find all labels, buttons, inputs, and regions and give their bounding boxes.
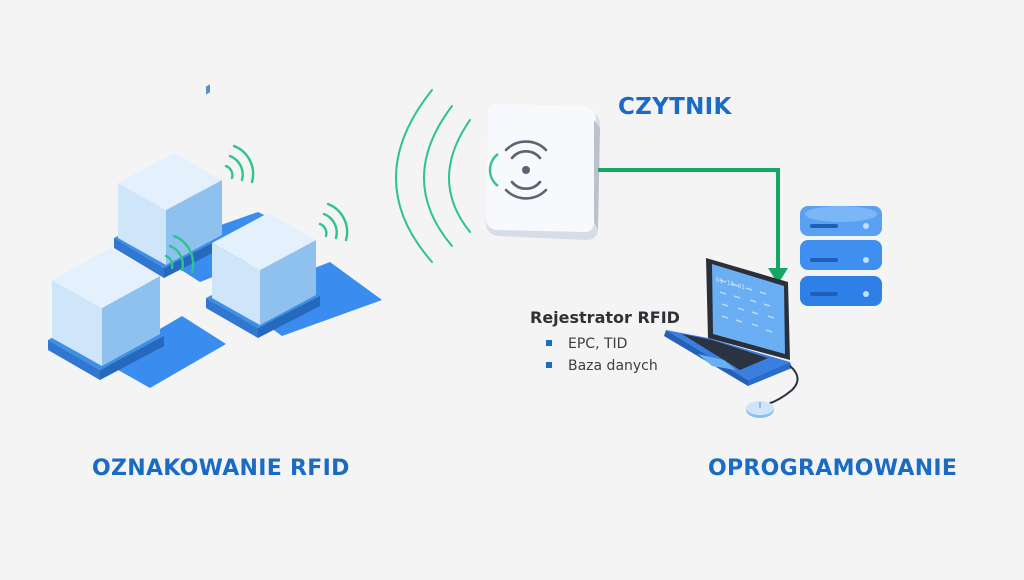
reader-label: CZYTNIK <box>618 94 732 120</box>
mouse-icon <box>746 401 774 418</box>
pallet-box-icon <box>114 84 226 278</box>
recorder-feature-list: EPC, TID Baza danych <box>530 333 680 377</box>
reader-to-software-connector <box>598 168 788 284</box>
bullet-icon <box>546 362 552 368</box>
software-label: OPROGRAMOWANIE <box>708 456 958 481</box>
bullet-icon <box>546 340 552 346</box>
pallet-box-icon <box>206 213 320 338</box>
server-stack-icon <box>800 206 882 306</box>
pallet-box-icon <box>48 248 164 380</box>
reader-wave-arcs <box>395 89 471 263</box>
rfid-tag-signal-icon <box>318 202 349 242</box>
recorder-item-label: Baza danych <box>568 358 658 374</box>
rfid-recorder-info: Rejestrator RFID EPC, TID Baza danych <box>530 308 680 377</box>
rfid-tag-signal-icon <box>164 234 195 274</box>
list-item: EPC, TID <box>546 333 680 355</box>
recorder-title: Rejestrator RFID <box>530 308 680 327</box>
recorder-item-label: EPC, TID <box>568 336 628 352</box>
rfid-tag-signal-icon <box>224 144 255 184</box>
list-item: Baza danych <box>546 355 680 377</box>
laptop-icon: 01 10 01 <box>664 258 799 405</box>
reader-antenna-icon <box>486 104 600 240</box>
rfid-tagging-label: OZNAKOWANIE RFID <box>92 456 350 481</box>
